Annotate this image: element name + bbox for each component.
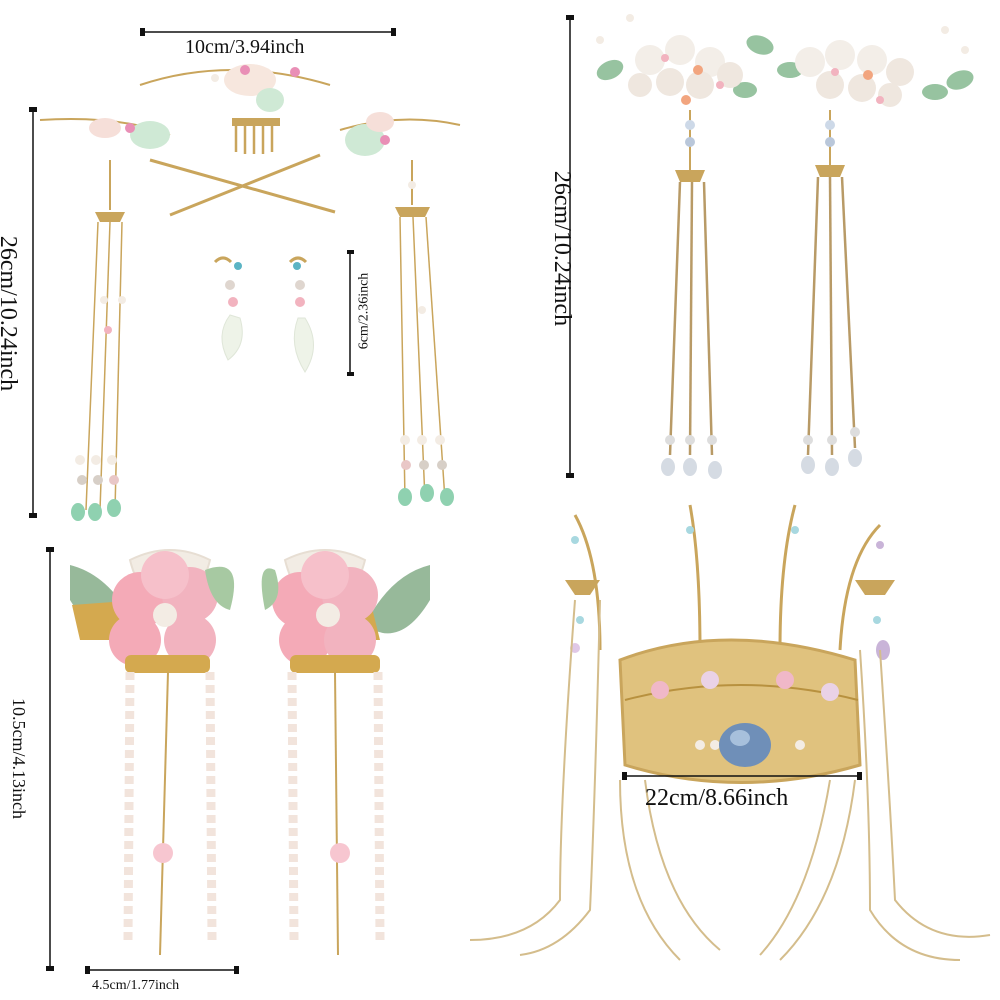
left-tassel — [71, 160, 126, 521]
tassel-clip-right — [777, 26, 974, 476]
tassel-clips-height-label: 26cm/10.24inch — [549, 170, 576, 327]
flower-clips — [46, 547, 430, 974]
flower-clip-right — [261, 549, 430, 956]
hair-comb — [232, 118, 280, 154]
tassel-clip-left — [596, 14, 774, 479]
right-tassel — [395, 160, 454, 506]
hairpin-set — [29, 28, 461, 521]
earrings — [213, 256, 314, 373]
flower-clip-width-label: 4.5cm/1.77inch — [92, 978, 180, 993]
flower-clips-height-label: 10.5cm/4.13inch — [8, 698, 29, 819]
crown-width-label: 22cm/8.66inch — [645, 785, 789, 811]
hairpin-width-label: 10cm/3.94inch — [185, 36, 305, 58]
hair-stick-left — [169, 153, 321, 217]
hair-stick-right — [149, 158, 336, 214]
earring-height-label: 6cm/2.36inch — [356, 272, 372, 350]
phoenix-crown — [469, 504, 991, 961]
flower-clip-left — [70, 549, 235, 956]
tassel-clips — [566, 14, 974, 479]
hairpin-height-label: 26cm/10.24inch — [0, 235, 22, 392]
